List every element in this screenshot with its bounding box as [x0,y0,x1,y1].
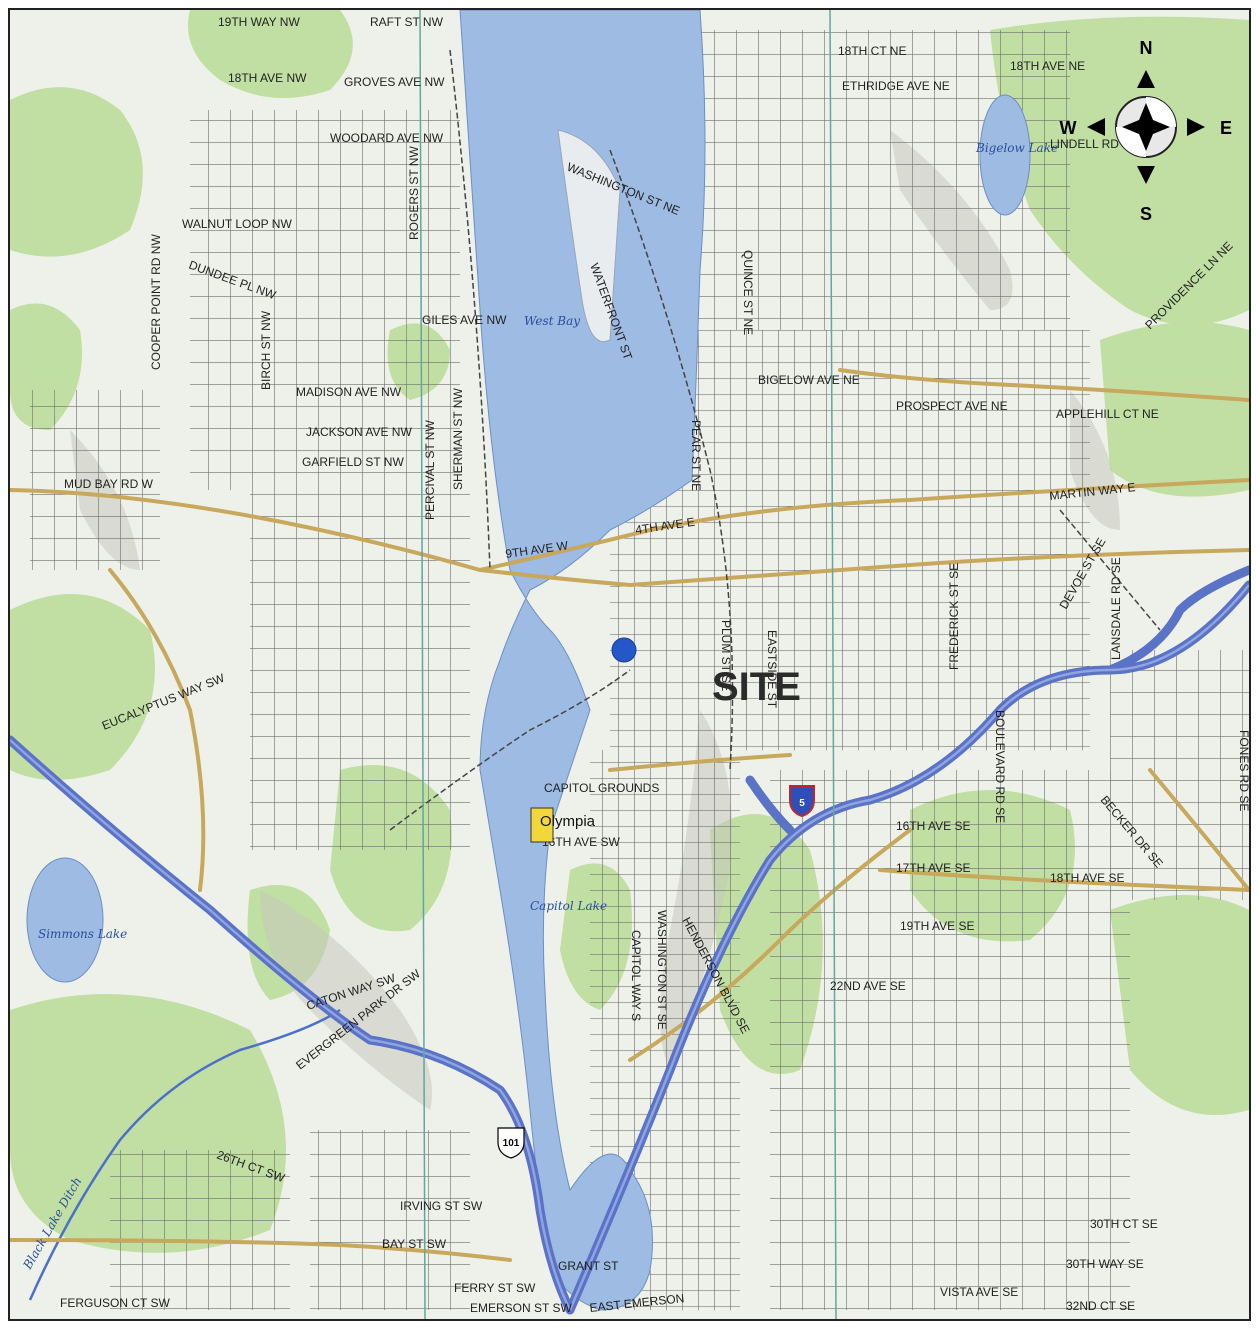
street-label: 18TH AVE NE [1010,59,1085,73]
us-101-shield: 101 [497,1127,525,1159]
street-label: 19TH WAY NW [218,15,300,29]
svg-text:101: 101 [503,1138,520,1149]
railroads [389,49,1161,831]
capitol-square [530,807,554,843]
water-bodies [26,10,1031,1311]
street-label: LANSDALE RD SE [1109,557,1123,660]
street-label: WALNUT LOOP NW [182,217,292,231]
street-label: 18TH AVE NW [228,71,307,85]
label-bigelow-lake: Bigelow Lake [975,141,1058,155]
compass-e: E [1220,118,1232,138]
street-label: 18TH AVE SE [1050,871,1124,885]
map-frame: 101 5 West Bay Capitol Lake Bigelow Lake… [8,8,1251,1321]
street-label: 30TH WAY SE [1066,1257,1144,1271]
street-label: VISTA AVE SE [940,1285,1018,1299]
street-label: BOULEVARD RD SE [993,710,1007,823]
compass-rose-icon: N S E W [1060,38,1233,224]
label-simmons-lake: Simmons Lake [38,927,127,941]
street-label: COOPER POINT RD NW [149,234,163,370]
street-label: PROSPECT AVE NE [896,399,1008,413]
simmons-lake [26,857,104,983]
street-label: WOODARD AVE NW [330,131,444,145]
street-label: EMERSON ST SW [470,1301,572,1315]
street-label: MUD BAY RD W [64,477,154,491]
street-label: QUINCE ST NE [741,250,755,335]
label-west-bay: West Bay [524,314,580,328]
street-label: BIRCH ST NW [259,310,273,390]
compass-w: W [1060,118,1077,138]
street-label: MADISON AVE NW [296,385,402,399]
street-label: 17TH AVE SE [896,861,970,875]
street-label: ROGERS ST NW [407,146,421,240]
street-label: PEAR ST NE [689,420,703,491]
compass-s: S [1140,204,1152,224]
street-label: BIGELOW AVE NE [758,373,860,387]
street-label: APPLEHILL CT NE [1056,407,1159,421]
street-label: GILES AVE NW [422,313,507,327]
topographic-map[interactable]: 101 5 West Bay Capitol Lake Bigelow Lake… [10,10,1249,1319]
street-label: 16TH AVE SW [542,835,620,849]
street-label: ETHRIDGE AVE NE [842,79,950,93]
street-label: EASTSIDE ST [765,630,779,709]
street-label: 22ND AVE SE [830,979,906,993]
street-label: CAPITOL WAY S [629,930,643,1021]
street-label: LINDELL RD [1050,137,1119,151]
street-label: PLUM ST SE [719,620,733,691]
major-roads [10,368,1249,1262]
street-label: RAFT ST NW [370,15,444,29]
compass-n: N [1140,38,1153,58]
street-label: 19TH AVE SE [900,919,974,933]
street-label: FERGUSON CT SW [60,1296,170,1310]
west-bay [459,10,706,1311]
street-label: BAY ST SW [382,1237,447,1251]
street-label: PERCIVAL ST NW [423,420,437,520]
city-label: Olympia [540,813,596,830]
street-label: 16TH AVE SE [896,819,970,833]
street-label: WASHINGTON ST SE [655,910,669,1030]
street-label: IRVING ST SW [400,1199,483,1213]
bigelow-lake [979,94,1031,216]
street-label: GRANT ST [558,1259,619,1273]
street-label: JACKSON AVE NW [306,425,412,439]
street-label: FONES RD SE [1237,730,1249,811]
street-label: GARFIELD ST NW [302,455,404,469]
black-lake-ditch [28,1008,341,1301]
street-label: FREDERICK ST SE [947,563,961,670]
street-label: 32ND CT SE [1066,1299,1135,1313]
street-label: SHERMAN ST NW [451,388,465,490]
street-label: GROVES AVE NW [344,75,445,89]
street-label: 18TH CT NE [838,44,906,58]
street-label: 30TH CT SE [1090,1217,1158,1231]
street-grid [30,30,1249,1310]
street-label: FERRY ST SW [454,1281,536,1295]
interstate-5-shield: 5 [789,785,815,818]
label-capitol-lake: Capitol Lake [530,899,607,913]
section-lines [419,10,837,1319]
street-label: CAPITOL GROUNDS [544,781,659,795]
svg-text:5: 5 [799,798,805,809]
site-label: SITE [712,665,801,709]
site-marker[interactable] [611,637,637,663]
